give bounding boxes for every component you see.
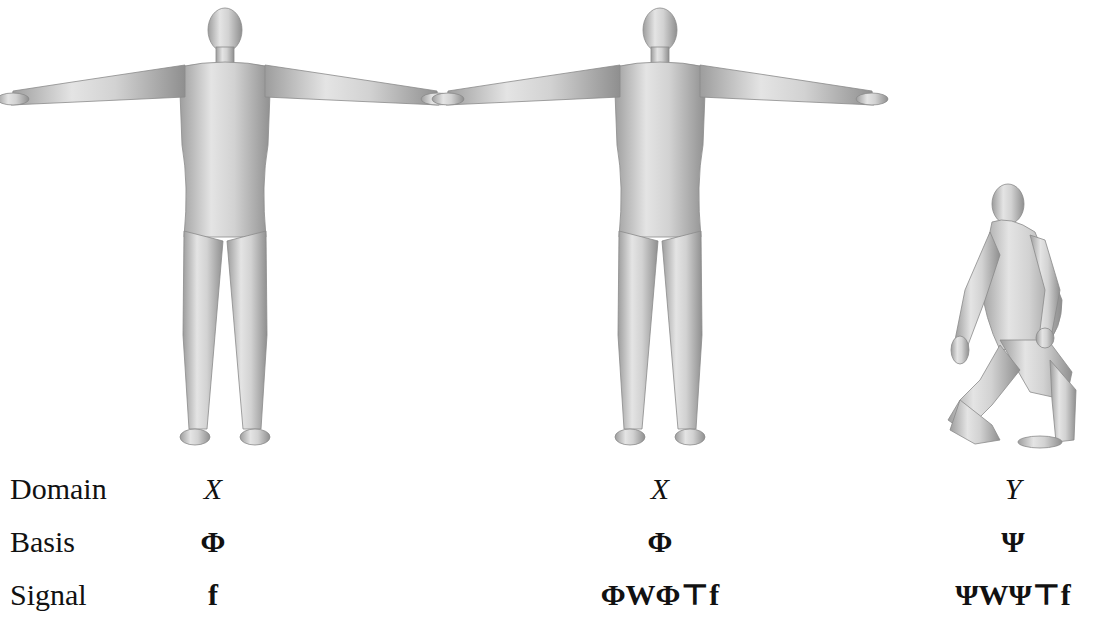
math-symbol: ΦWΦ⊤f	[601, 578, 720, 611]
human-mesh	[948, 184, 1079, 450]
math-symbol: ΨWΨ⊤f	[955, 578, 1071, 611]
math-symbol: Φ	[201, 525, 226, 558]
human-mesh	[0, 0, 453, 445]
math-symbol: Ψ	[1001, 525, 1024, 558]
row-heading: Domain	[10, 472, 107, 505]
row-heading: Basis	[10, 525, 75, 558]
math-symbol: Φ	[648, 525, 673, 558]
human-mesh	[432, 0, 888, 449]
math-symbol: X	[651, 472, 669, 505]
row-heading: Signal	[10, 578, 87, 611]
math-symbol: Y	[1005, 472, 1022, 505]
math-symbol: f	[208, 578, 218, 611]
math-symbol: X	[204, 472, 222, 505]
